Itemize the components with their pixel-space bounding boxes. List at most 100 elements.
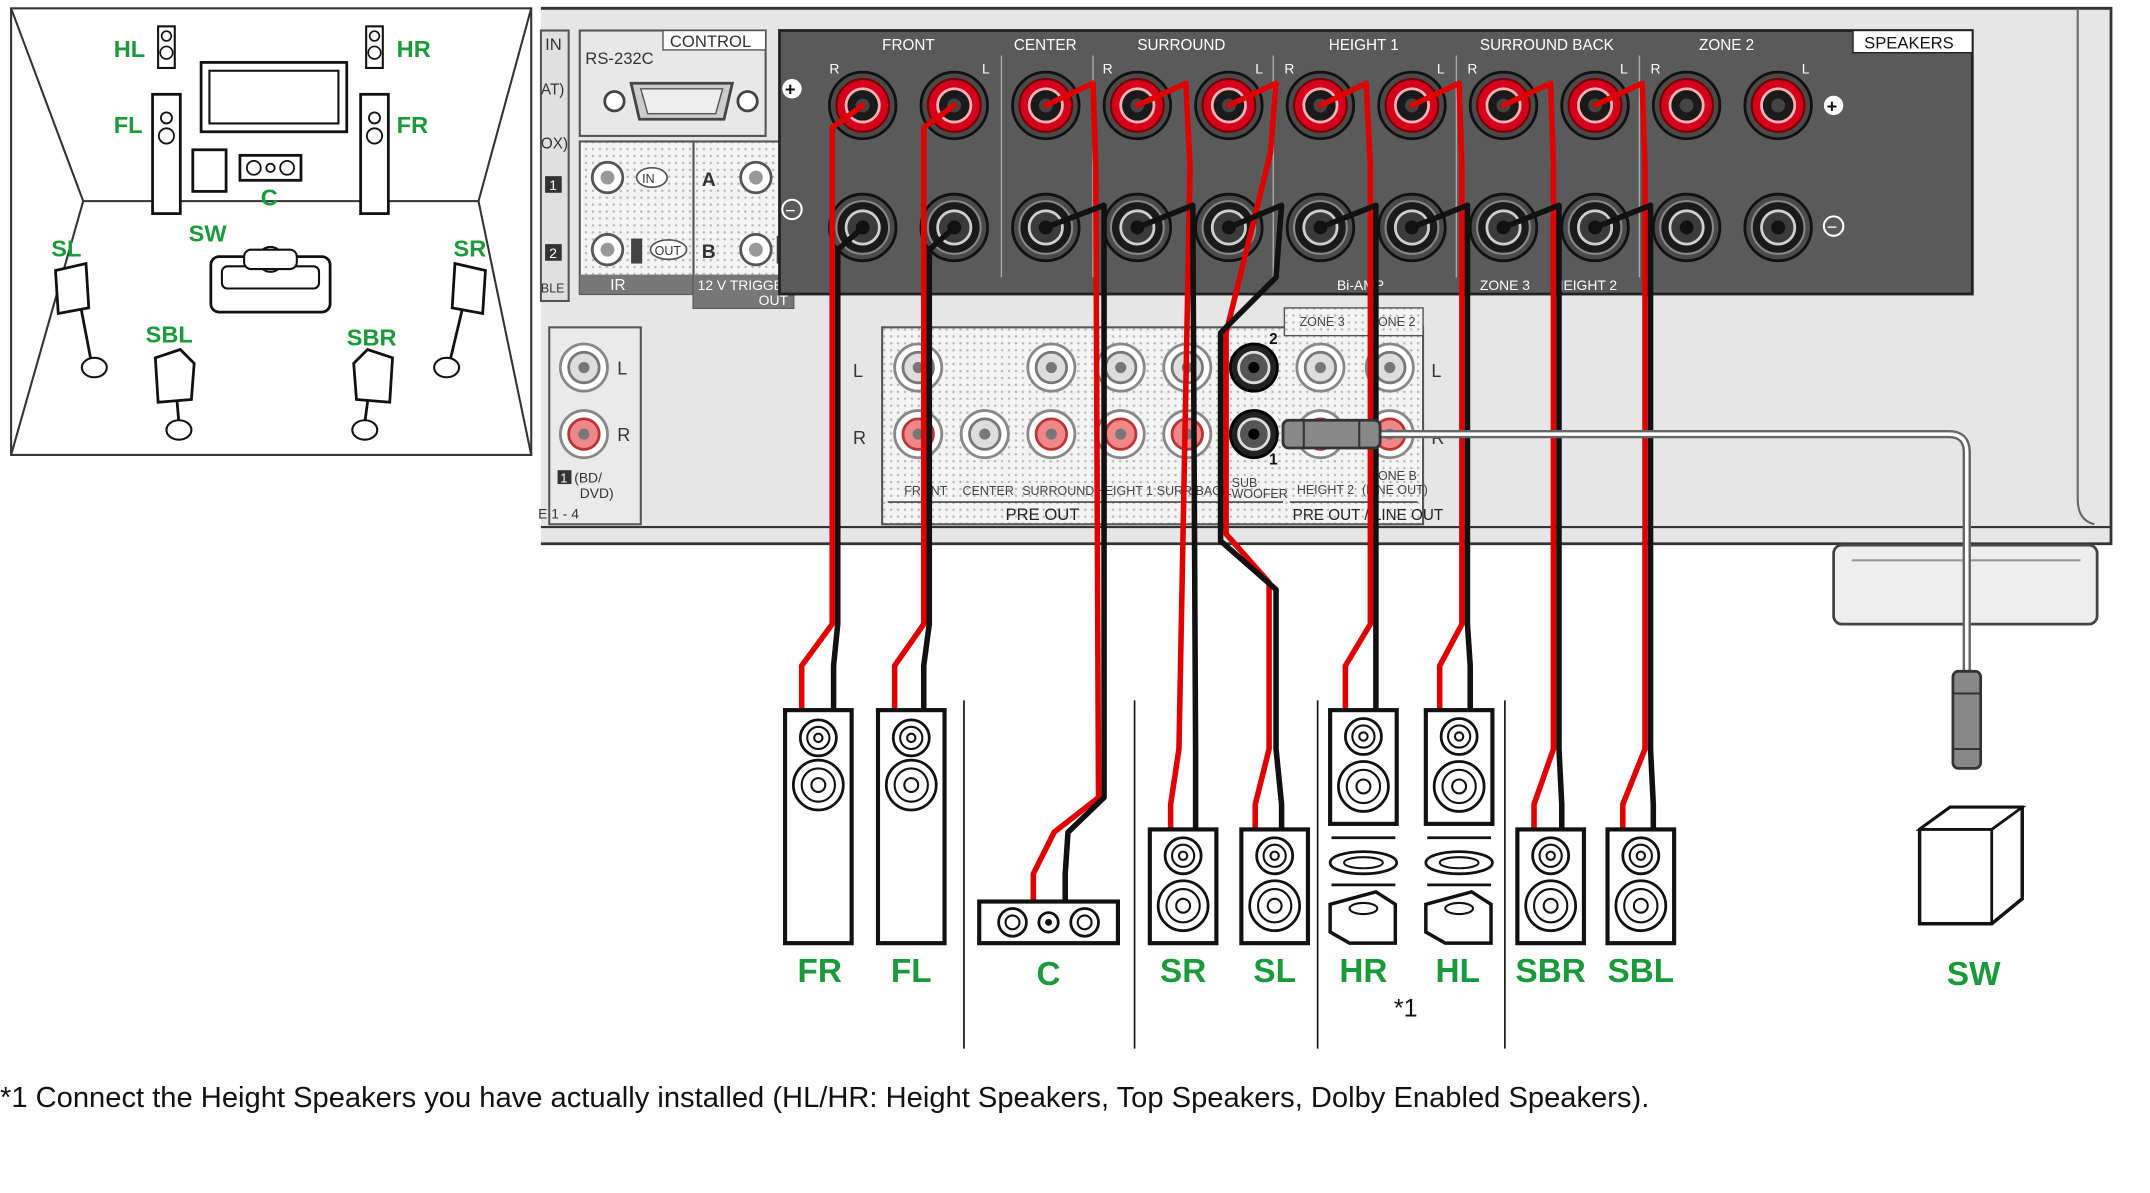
- zone2-r: R: [1651, 61, 1661, 77]
- bd-dvd-label: (BD/: [574, 470, 602, 486]
- panel-in-label: IN: [545, 35, 562, 54]
- footnote: *1 Connect the Height Speakers you have …: [0, 1081, 1650, 1114]
- room-sbl-speaker: [153, 347, 196, 441]
- label-sbl: SBL: [1608, 953, 1675, 990]
- ir-label: IR: [610, 277, 625, 294]
- control-label: CONTROL: [670, 32, 751, 51]
- room-sl-speaker: [54, 261, 108, 379]
- trigger-12v-label: 12 V TRIGGER: [698, 277, 793, 293]
- preout-right-l: L: [1431, 361, 1441, 381]
- note-marker: *1: [1394, 995, 1418, 1023]
- ir-jacks[interactable]: IN OUT IR: [578, 140, 695, 296]
- ir-in-label: IN: [642, 172, 654, 186]
- room-hr-speaker: [365, 25, 384, 70]
- trigger-b-label: B: [702, 241, 716, 263]
- preout-zone3-label: ZONE 3: [1300, 315, 1345, 329]
- preout-title: PRE OUT: [1006, 505, 1080, 524]
- subwoofer-cable: [1281, 418, 1983, 770]
- speakers-title: SPEAKERS: [1864, 34, 1954, 53]
- preout-surround-label: SURROUND: [1022, 484, 1094, 498]
- room-label-fr: FR: [397, 112, 428, 138]
- ir-out-label: OUT: [655, 244, 682, 258]
- group-zone2: ZONE 2: [1699, 37, 1754, 54]
- sub-num-1: 1: [1269, 452, 1278, 469]
- speaker-fl: [875, 708, 947, 946]
- speaker-sr: [1147, 827, 1219, 946]
- group-center: CENTER: [1014, 37, 1077, 54]
- speaker-terminals[interactable]: SPEAKERS FRONT CENTER SURROUND HEIGHT 1 …: [778, 29, 1974, 296]
- speaker-wires: [798, 80, 1657, 905]
- preout-zoneb-label: ZONE B: [1370, 469, 1416, 483]
- label-hl: HL: [1436, 953, 1480, 990]
- preout-height1-label: HEIGHT 1: [1096, 484, 1153, 498]
- speaker-fr: [782, 708, 854, 946]
- bd-dvd-label-2: DVD): [580, 485, 614, 501]
- label-sw: SW: [1947, 956, 2001, 993]
- speakers-row: FR FL C SR SL HR HL SBR SBL SW *1: [782, 700, 2027, 1049]
- room-label-hr: HR: [397, 36, 431, 62]
- preout-center-label: CENTER: [963, 484, 1014, 498]
- panel-frag-ox: OX): [541, 135, 568, 152]
- trigger-a-label: A: [702, 169, 716, 191]
- bd-dvd-num: 1: [560, 472, 567, 486]
- surround-l: L: [1255, 61, 1263, 77]
- surback-r: R: [1467, 61, 1477, 77]
- label-fl: FL: [891, 953, 932, 990]
- group-height1: HEIGHT 1: [1329, 37, 1399, 54]
- minus-sign-right: −: [1827, 217, 1838, 237]
- preout-woofer-label: -WOOFER: [1227, 487, 1287, 501]
- speaker-sw: [1915, 805, 2027, 926]
- surround-r: R: [1103, 61, 1113, 77]
- panel-frag-ble: BLE: [541, 282, 565, 296]
- speaker-sl: [1239, 827, 1311, 946]
- height1-l: L: [1437, 61, 1445, 77]
- range-label: E 1 - 4: [538, 506, 579, 522]
- room-sofa: [209, 245, 332, 314]
- panel-frag-at: AT): [541, 81, 564, 98]
- preout-height2-label: HEIGHT 2: [1297, 483, 1354, 497]
- front-l: L: [982, 61, 990, 77]
- speaker-sbr: [1515, 827, 1587, 946]
- trigger-out-label: OUT: [759, 292, 789, 308]
- room-sw-speaker: [191, 148, 228, 193]
- preout-sub-label: SUB: [1232, 476, 1258, 490]
- trigger-jacks[interactable]: A B 12 V TRIGGER OUT: [692, 140, 795, 309]
- room-label-c: C: [261, 184, 278, 210]
- room-label-hl: HL: [114, 36, 145, 62]
- panel-num-1: 1: [549, 177, 557, 193]
- label-fr: FR: [798, 953, 842, 990]
- speaker-hl: [1423, 708, 1495, 945]
- zone3-spk-label: ZONE 3: [1480, 277, 1530, 293]
- minus-sign-left: −: [785, 200, 796, 220]
- label-hr: HR: [1339, 953, 1387, 990]
- group-front: FRONT: [882, 37, 935, 54]
- room-sr-speaker: [433, 261, 487, 379]
- room-layout: HL HR FL FR C SW SL SR SBL SBR: [10, 7, 533, 456]
- analog-in-r-label: R: [617, 425, 630, 445]
- room-label-sbr: SBR: [347, 324, 397, 350]
- plus-sign-left: +: [785, 80, 796, 100]
- height2-spk-label: HEIGHT 2: [1553, 277, 1617, 293]
- label-sl: SL: [1253, 953, 1296, 990]
- label-sr: SR: [1160, 953, 1206, 990]
- rs232c-port[interactable]: CONTROL RS-232C: [578, 29, 767, 137]
- speaker-sbl: [1605, 827, 1677, 946]
- label-sbr: SBR: [1516, 953, 1586, 990]
- pre-out-jacks[interactable]: L R 2 1 FRONT CENTER SURROUND HEIGHT 1 S…: [853, 307, 1444, 526]
- group-surround-back: SURROUND BACK: [1480, 37, 1614, 54]
- analog-audio-in[interactable]: L R 1 (BD/ DVD) E 1 - 4: [538, 326, 642, 526]
- room-label-sw: SW: [189, 220, 228, 246]
- room-sbr-speaker: [351, 347, 394, 441]
- preout-r: R: [853, 428, 866, 448]
- speaker-hr: [1328, 708, 1399, 945]
- preout-l: L: [853, 361, 863, 381]
- room-label-fl: FL: [114, 112, 143, 138]
- room-hl-speaker: [157, 25, 176, 70]
- room-label-sl: SL: [51, 236, 81, 262]
- rs232c-label: RS-232C: [585, 49, 653, 68]
- speaker-c: [977, 899, 1121, 946]
- sub-num-2: 2: [1269, 331, 1277, 348]
- plus-sign-right: +: [1827, 96, 1838, 116]
- room-label-sbl: SBL: [146, 322, 193, 348]
